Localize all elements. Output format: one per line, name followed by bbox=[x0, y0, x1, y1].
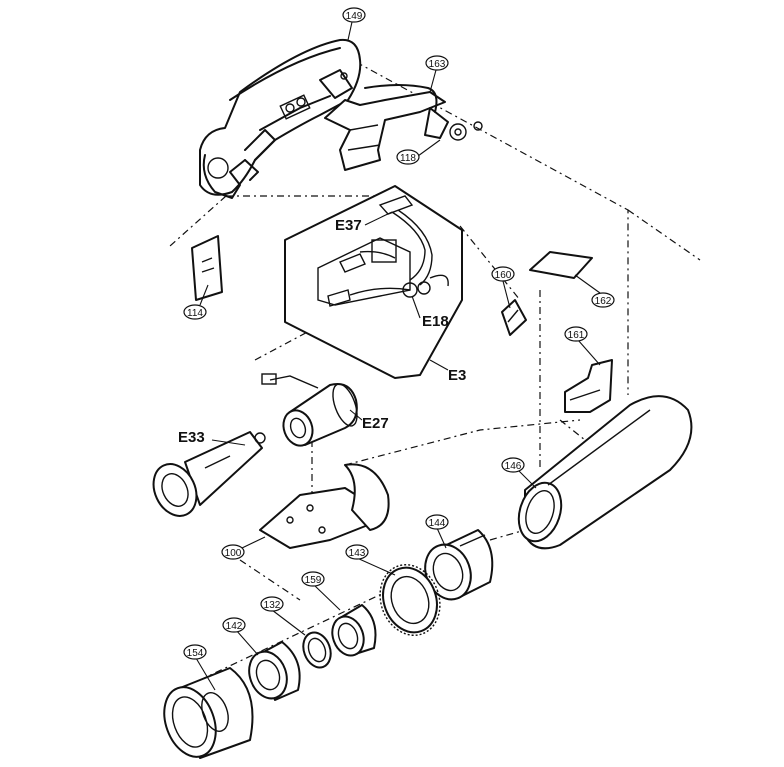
callout-e33: E33 bbox=[178, 429, 205, 446]
callout-146: 146 bbox=[501, 457, 525, 473]
lens-barrel-e33-part bbox=[152, 431, 266, 517]
callout-e3: E3 bbox=[448, 367, 466, 384]
leader-lines bbox=[195, 21, 601, 691]
washer-132-part bbox=[302, 631, 332, 669]
svg-text:132: 132 bbox=[264, 600, 281, 611]
callout-144: 144 bbox=[425, 514, 449, 530]
svg-text:100: 100 bbox=[225, 548, 242, 559]
svg-text:160: 160 bbox=[495, 270, 512, 281]
svg-text:163: 163 bbox=[429, 59, 446, 70]
ring-142-part bbox=[248, 641, 301, 701]
callout-159: 159 bbox=[301, 571, 325, 587]
barrel-146-part bbox=[517, 395, 693, 550]
svg-text:142: 142 bbox=[226, 621, 243, 632]
callout-100: 100 bbox=[221, 544, 245, 560]
bracket-part bbox=[324, 84, 483, 171]
callout-e18: E18 bbox=[422, 313, 449, 330]
callout-118: 118 bbox=[396, 149, 420, 165]
plate-114-part bbox=[191, 235, 223, 301]
callout-161: 161 bbox=[564, 326, 588, 342]
svg-text:154: 154 bbox=[187, 648, 204, 659]
svg-text:118: 118 bbox=[400, 153, 416, 164]
callout-132: 132 bbox=[260, 596, 284, 612]
svg-text:114: 114 bbox=[187, 308, 203, 319]
sheet-162-part bbox=[529, 251, 593, 279]
callout-160: 160 bbox=[491, 266, 515, 282]
lens-motor-e27-part bbox=[261, 373, 358, 447]
callout-162: 162 bbox=[591, 292, 615, 308]
callout-142: 142 bbox=[222, 617, 246, 633]
svg-text:161: 161 bbox=[568, 330, 585, 341]
lens-hood-154-part bbox=[163, 667, 254, 759]
svg-text:146: 146 bbox=[505, 461, 522, 472]
svg-text:144: 144 bbox=[429, 518, 446, 529]
callout-114: 114 bbox=[183, 304, 207, 320]
callout-143: 143 bbox=[345, 544, 369, 560]
svg-text:143: 143 bbox=[349, 548, 366, 559]
callout-149: 149 bbox=[342, 7, 366, 23]
callout-163: 163 bbox=[425, 55, 449, 71]
handle-housing-part bbox=[199, 38, 362, 199]
bracket-100-part bbox=[259, 463, 390, 549]
svg-text:162: 162 bbox=[595, 296, 612, 307]
svg-text:149: 149 bbox=[346, 11, 363, 22]
sheet-161-part bbox=[564, 359, 613, 413]
callout-e27: E27 bbox=[362, 415, 389, 432]
gear-ring-143-part bbox=[379, 564, 441, 636]
filter-160-part bbox=[501, 299, 527, 336]
ring-144-part bbox=[424, 529, 494, 601]
callout-e37: E37 bbox=[335, 217, 362, 234]
circuit-board-assembly bbox=[284, 185, 463, 379]
callout-154: 154 bbox=[183, 644, 207, 660]
ring-159-part bbox=[331, 604, 377, 657]
svg-text:159: 159 bbox=[305, 575, 322, 586]
callouts: 149 163 118 E37 114 160 E18 162 161 E3 E… bbox=[178, 7, 615, 660]
